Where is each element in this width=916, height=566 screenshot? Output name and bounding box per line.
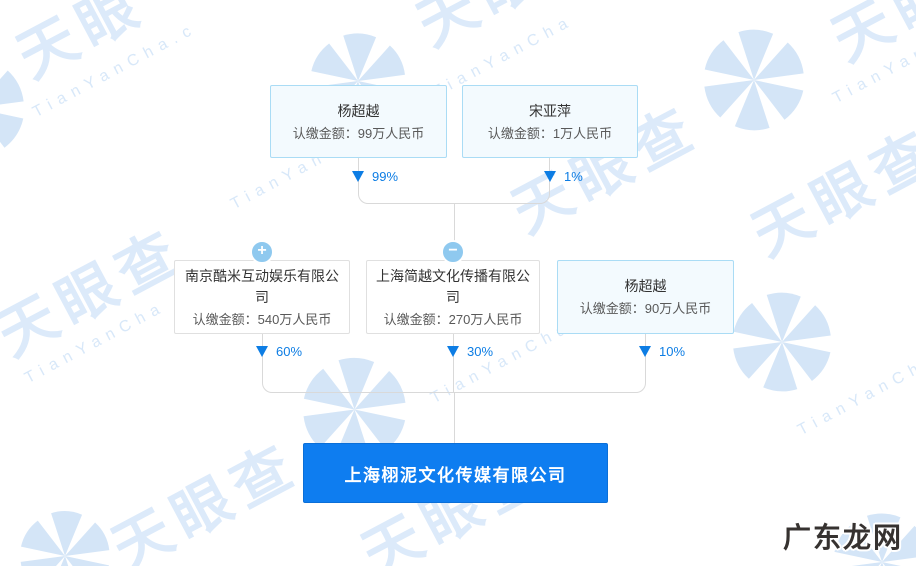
percent-label: 30% <box>467 344 494 359</box>
shareholder-name: 宋亚萍 <box>529 102 571 119</box>
collapse-minus-icon[interactable]: − <box>441 240 465 264</box>
shareholder-name: 南京酷米互动娱乐有限公司 <box>185 267 339 305</box>
percent-label: 99% <box>372 169 399 184</box>
shareholder-name: 上海简越文化传播有限公司 <box>376 267 530 305</box>
subscribed-amount: 认缴金额：270万人民币 <box>383 311 523 327</box>
subscribed-amount: 认缴金额：99万人民币 <box>292 125 425 141</box>
connector-bottom-tail <box>454 392 455 443</box>
subscribed-amount: 认缴金额：1万人民币 <box>487 125 613 141</box>
percent-label: 10% <box>659 344 686 359</box>
focal-company-box: 上海栩泥文化传媒有限公司 <box>303 443 608 503</box>
arrow-down-icon <box>352 171 364 182</box>
percent-label: 1% <box>564 169 583 184</box>
shareholder-box[interactable]: 上海简越文化传播有限公司 认缴金额：270万人民币 <box>366 260 540 334</box>
arrow-down-icon <box>447 346 459 357</box>
shareholder-box[interactable]: 宋亚萍 认缴金额：1万人民币 <box>462 85 638 158</box>
subscribed-amount: 认缴金额：90万人民币 <box>579 301 712 316</box>
shareholder-box[interactable]: 杨超越 认缴金额：99万人民币 <box>270 85 447 158</box>
shareholder-box[interactable]: 杨超越 认缴金额：90万人民币 <box>557 260 734 334</box>
percent-label: 60% <box>276 344 303 359</box>
shareholder-name: 杨超越 <box>624 278 667 294</box>
arrow-down-icon <box>544 171 556 182</box>
connector-bottom-bracket <box>262 334 646 393</box>
site-stamp: 广东龙网 <box>782 522 903 553</box>
expand-plus-icon[interactable]: + <box>250 240 274 264</box>
shareholder-box[interactable]: 南京酷米互动娱乐有限公司 认缴金额：540万人民币 <box>174 260 350 334</box>
connector-top-tail <box>454 203 455 242</box>
subscribed-amount: 认缴金额：540万人民币 <box>192 311 332 327</box>
connector-middle-drop <box>453 334 454 393</box>
shareholder-name: 杨超越 <box>337 102 380 119</box>
arrow-down-icon <box>256 346 268 357</box>
focal-company-name: 上海栩泥文化传媒有限公司 <box>344 465 567 485</box>
arrow-down-icon <box>639 346 651 357</box>
